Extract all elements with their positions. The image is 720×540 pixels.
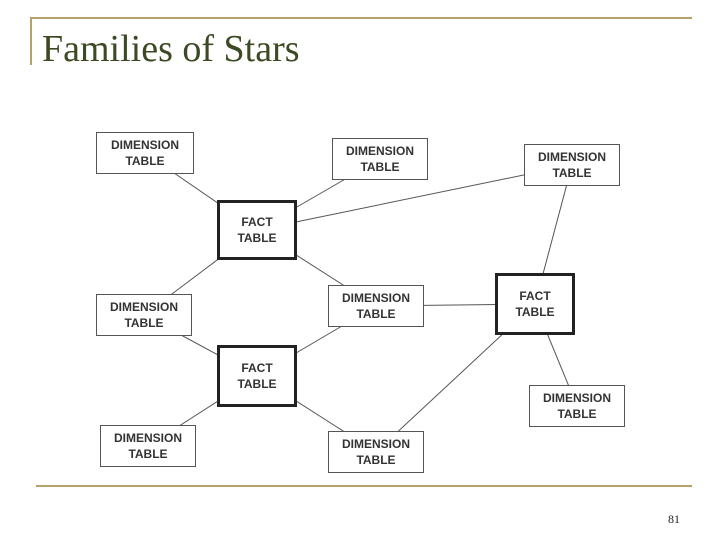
box-label: FACT TABLE <box>515 289 555 319</box>
box-label: DIMENSION TABLE <box>345 144 414 174</box>
dimension-table-box: DIMENSION TABLE <box>96 132 194 174</box>
dimension-table-box: DIMENSION TABLE <box>332 138 428 180</box>
box-label: DIMENSION TABLE <box>341 437 410 467</box>
dimension-table-box: DIMENSION TABLE <box>529 385 625 427</box>
fact-table-box: FACT TABLE <box>217 200 297 260</box>
connector-line <box>256 164 573 231</box>
title-side-rule <box>30 17 32 65</box>
box-label: DIMENSION TABLE <box>537 150 606 180</box>
dimension-table-box: DIMENSION TABLE <box>100 425 196 467</box>
box-label: DIMENSION TABLE <box>341 291 410 321</box>
box-label: DIMENSION TABLE <box>110 138 179 168</box>
dimension-table-box: DIMENSION TABLE <box>96 294 192 336</box>
box-label: FACT TABLE <box>237 361 277 391</box>
box-label: DIMENSION TABLE <box>542 391 611 421</box>
dimension-table-box: DIMENSION TABLE <box>328 285 424 327</box>
box-label: FACT TABLE <box>237 215 277 245</box>
fact-table-box: FACT TABLE <box>495 273 575 335</box>
page-number: 81 <box>668 512 680 526</box>
slide-title: Families of Stars <box>42 28 300 70</box>
footer-rule <box>36 485 692 487</box>
dimension-table-box: DIMENSION TABLE <box>328 431 424 473</box>
title-rule <box>30 17 692 19</box>
box-label: DIMENSION TABLE <box>113 431 182 461</box>
box-label: DIMENSION TABLE <box>109 300 178 330</box>
dimension-table-box: DIMENSION TABLE <box>524 144 620 186</box>
fact-table-box: FACT TABLE <box>217 345 297 407</box>
